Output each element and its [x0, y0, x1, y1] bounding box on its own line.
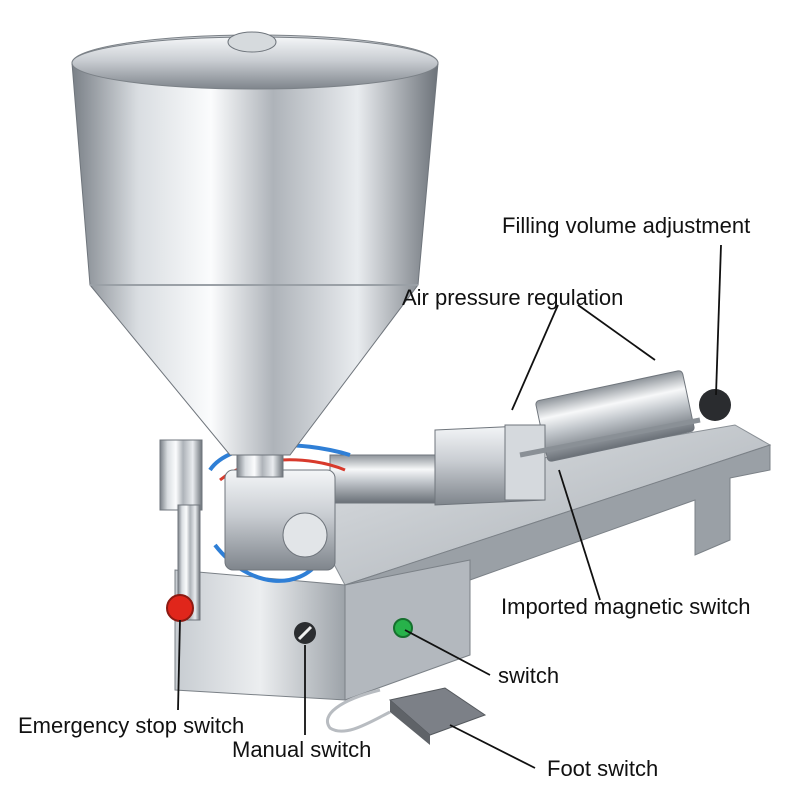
pedal-cable [326, 688, 391, 733]
foot-pedal [388, 687, 487, 736]
imported-magnetic-switch-label: Imported magnetic switch [501, 594, 751, 619]
emergency-stop-switch-label: Emergency stop switch [18, 713, 245, 738]
hopper [71, 62, 439, 456]
leader-lines [177, 244, 722, 769]
foot-switch-label: Foot switch [547, 756, 659, 781]
horizontal-cylinder [329, 454, 441, 504]
filling-volume-knob [699, 389, 731, 421]
switch-label: switch [498, 663, 560, 688]
emergency-stop-button [166, 594, 194, 622]
air-pressure-regulation-label: Air pressure regulation [402, 285, 624, 310]
filling-volume-adjustment-label: Filling volume adjustment [502, 213, 751, 238]
power-switch-light [393, 618, 413, 638]
hopper-lid-handle [227, 31, 277, 53]
manual-switch-label: Manual switch [232, 737, 372, 762]
filling-nozzle [159, 439, 203, 511]
